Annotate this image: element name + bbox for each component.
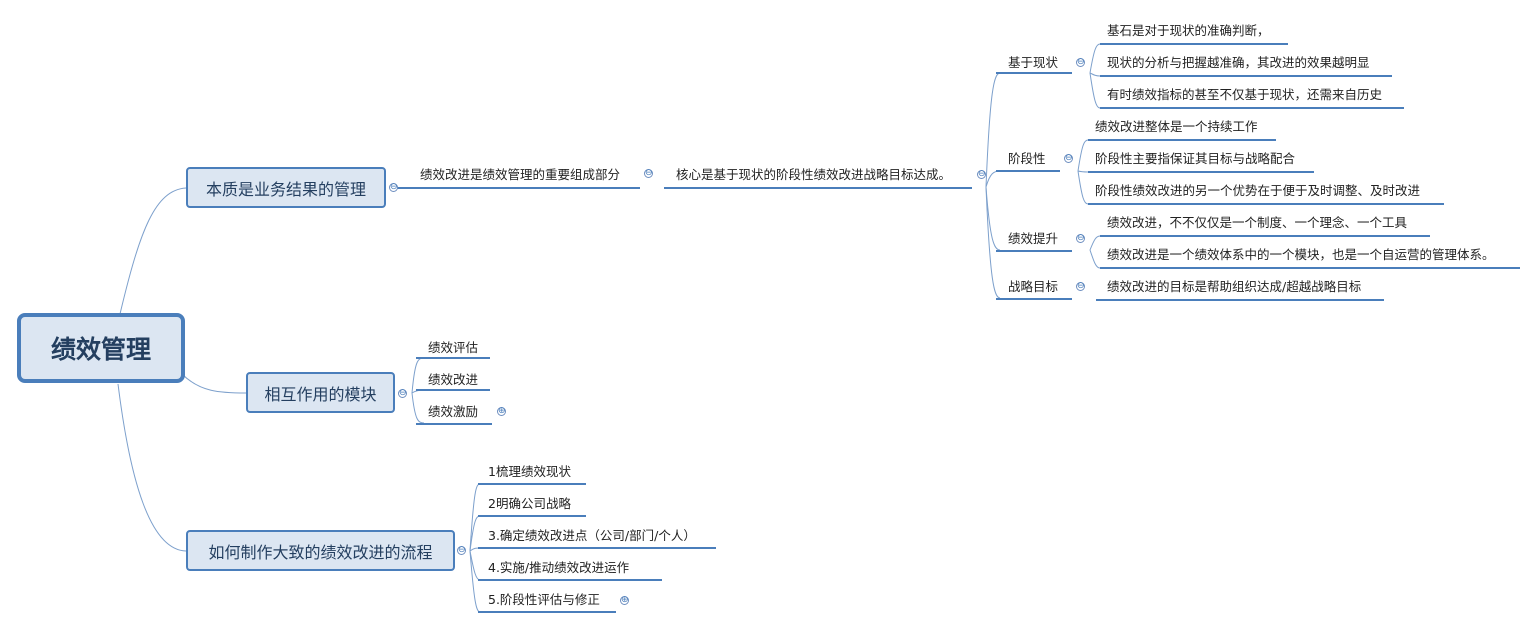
collapse-icon[interactable]: ⊖	[1076, 233, 1085, 243]
essence-core-label[interactable]: 核心是基于现状的阶段性绩效改进战略目标达成。	[676, 167, 952, 182]
collapse-icon[interactable]: ⊖	[1076, 281, 1085, 291]
collapse-icon[interactable]: ⊖	[977, 169, 986, 179]
module-item[interactable]: 绩效评估	[428, 340, 479, 355]
root-node[interactable]: 绩效管理	[17, 313, 185, 383]
branch-essence-node[interactable]: 本质是业务结果的管理	[186, 167, 386, 208]
collapse-icon[interactable]: ⊖	[389, 182, 398, 192]
group-improve-label[interactable]: 绩效提升	[1008, 231, 1059, 246]
branch-modules-label: 相互作用的模块	[264, 384, 377, 404]
branch-process-label: 如何制作大致的绩效改进的流程	[208, 542, 433, 562]
expand-icon[interactable]: ⊕	[620, 595, 629, 605]
group-basis-label[interactable]: 基于现状	[1008, 55, 1059, 70]
group-stage-item[interactable]: 阶段性绩效改进的另一个优势在于便于及时调整、及时改进	[1095, 183, 1421, 198]
collapse-icon[interactable]: ⊖	[398, 388, 407, 398]
process-step[interactable]: 1梳理绩效现状	[488, 464, 571, 479]
group-goal-label[interactable]: 战略目标	[1008, 279, 1059, 294]
process-step[interactable]: 5.阶段性评估与修正	[488, 592, 600, 607]
group-goal-item[interactable]: 绩效改进的目标是帮助组织达成/超越战略目标	[1107, 279, 1362, 294]
essence-child-label[interactable]: 绩效改进是绩效管理的重要组成部分	[420, 167, 621, 182]
group-stage-item[interactable]: 绩效改进整体是一个持续工作	[1095, 119, 1258, 134]
branch-essence-label: 本质是业务结果的管理	[205, 179, 366, 199]
module-item[interactable]: 绩效激励	[428, 404, 479, 419]
group-basis-item[interactable]: 有时绩效指标的甚至不仅基于现状，还需来自历史	[1107, 87, 1383, 102]
process-step[interactable]: 2明确公司战略	[488, 496, 571, 511]
group-basis-item[interactable]: 基石是对于现状的准确判断，	[1107, 23, 1270, 38]
branch-process-node[interactable]: 如何制作大致的绩效改进的流程	[186, 530, 455, 571]
root-label: 绩效管理	[50, 335, 151, 364]
group-stage-item[interactable]: 阶段性主要指保证其目标与战略配合	[1095, 151, 1296, 166]
collapse-icon[interactable]: ⊖	[457, 545, 466, 555]
collapse-icon[interactable]: ⊖	[644, 168, 653, 178]
module-item[interactable]: 绩效改进	[428, 372, 479, 387]
group-stage-label[interactable]: 阶段性	[1008, 151, 1046, 166]
group-improve-item[interactable]: 绩效改进是一个绩效体系中的一个模块，也是一个自运营的管理体系。	[1107, 247, 1495, 262]
group-basis-item[interactable]: 现状的分析与把握越准确，其改进的效果越明显	[1107, 55, 1370, 70]
group-improve-item[interactable]: 绩效改进，不不仅仅是一个制度、一个理念、一个工具	[1107, 215, 1408, 230]
process-step[interactable]: 3.确定绩效改进点（公司/部门/个人）	[488, 528, 696, 543]
process-step[interactable]: 4.实施/推动绩效改进运作	[488, 560, 630, 575]
expand-icon[interactable]: ⊕	[497, 406, 506, 416]
collapse-icon[interactable]: ⊖	[1064, 153, 1073, 163]
collapse-icon[interactable]: ⊖	[1076, 57, 1085, 67]
branch-modules-node[interactable]: 相互作用的模块	[246, 372, 395, 413]
